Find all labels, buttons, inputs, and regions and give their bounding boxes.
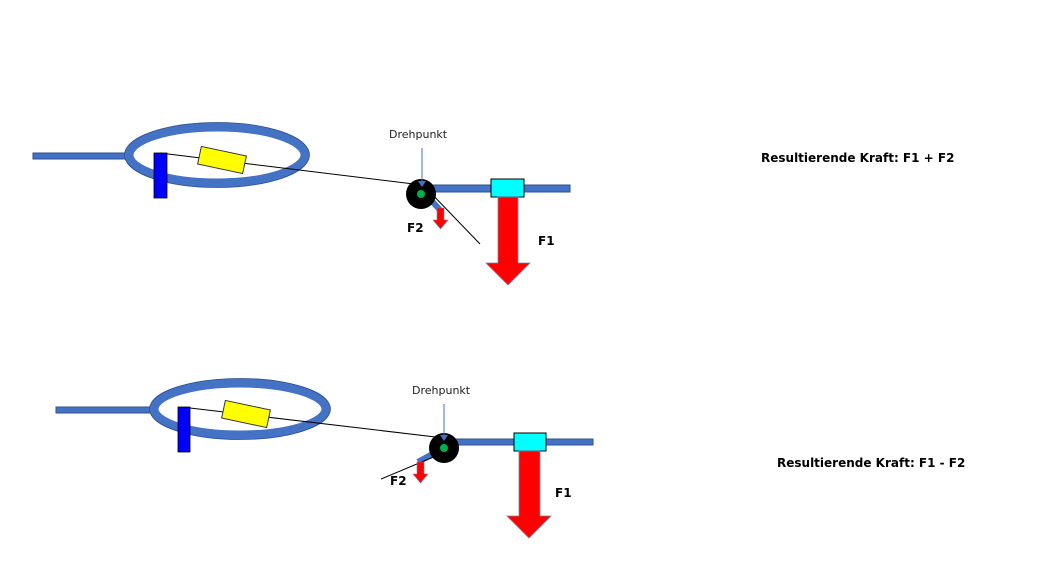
result-text-2: Resultierende Kraft: F1 - F2 xyxy=(777,456,965,470)
left-rod xyxy=(55,406,157,414)
pivot-pointer-head xyxy=(440,435,448,441)
pivot-label: Drehpunkt xyxy=(389,128,448,141)
f1-label: F1 xyxy=(538,234,555,248)
f1-label: F1 xyxy=(555,486,572,500)
pivot-center xyxy=(440,444,448,452)
ring-outline-outer xyxy=(149,378,331,440)
force-arrow-f1 xyxy=(506,450,552,539)
force-arrow-f1 xyxy=(485,196,531,286)
ring-outline-outer xyxy=(124,122,310,188)
weight-block xyxy=(197,145,247,175)
scenario-1: Drehpunkt F2 F1 Resultierende Kraft: F1 … xyxy=(32,122,954,286)
ring xyxy=(124,122,310,188)
force-arrow-f2 xyxy=(432,207,449,230)
slider-block xyxy=(513,432,547,452)
ring xyxy=(149,378,331,440)
weight-block xyxy=(221,399,271,429)
tangent-line xyxy=(427,189,481,245)
pivot-pointer-head xyxy=(418,181,426,187)
force-arrow-f2 xyxy=(412,461,429,484)
f2-label: F2 xyxy=(390,474,407,488)
clamp xyxy=(177,406,191,453)
left-rod xyxy=(32,152,134,160)
pivot-center xyxy=(417,190,425,198)
result-text-1: Resultierende Kraft: F1 + F2 xyxy=(761,151,954,165)
scenario-2: Drehpunkt F2 F1 Resultierende Kraft: F1 … xyxy=(55,378,965,539)
f2-label: F2 xyxy=(407,221,424,235)
tangent-line xyxy=(380,455,437,480)
clamp xyxy=(153,152,168,199)
pivot-label: Drehpunkt xyxy=(412,384,471,397)
slider-block xyxy=(490,178,525,198)
